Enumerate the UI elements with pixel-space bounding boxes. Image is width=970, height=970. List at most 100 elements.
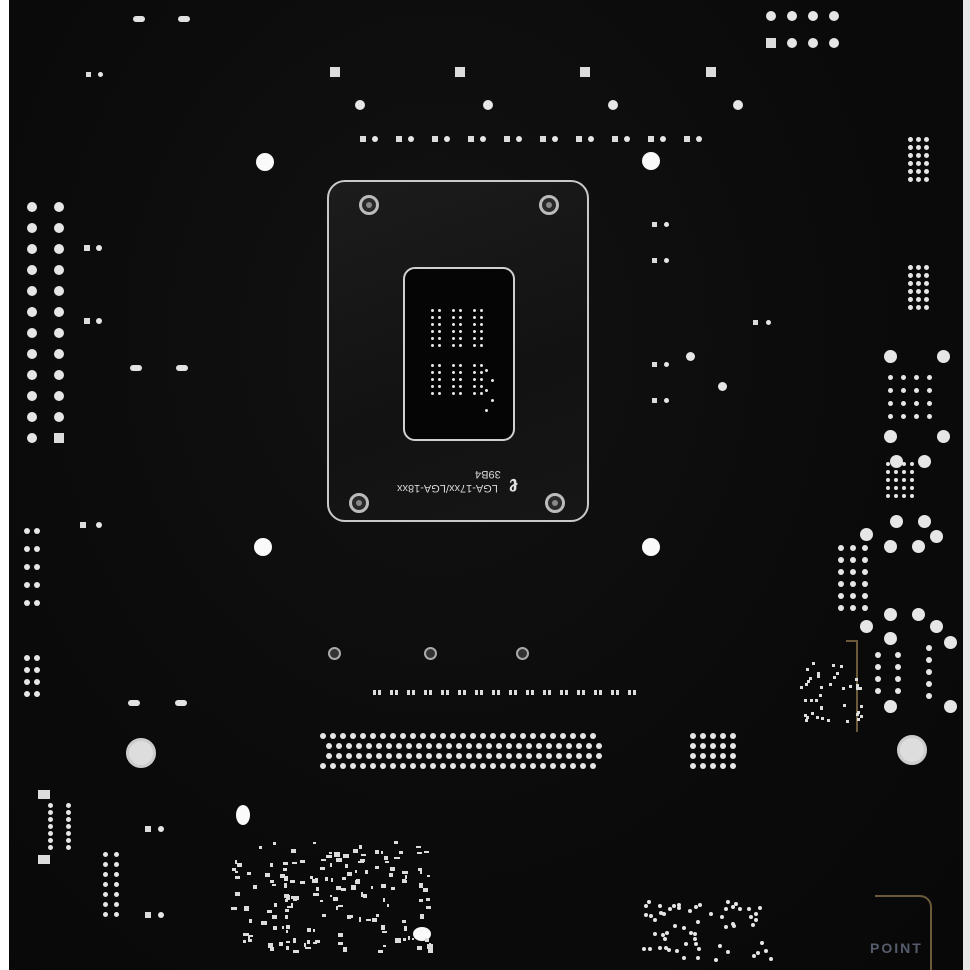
solder-pad [644,912,649,917]
solder-pad [247,939,253,942]
solder-pad [838,557,844,563]
solder-pad [757,905,762,910]
solder-pad [888,414,893,419]
solder-pad [566,743,572,749]
solder-pad [667,947,672,952]
solder-pad [924,273,929,278]
solder-pad [431,392,434,395]
solder-pad [27,391,37,401]
solder-pad [365,918,371,922]
solder-pad [335,885,342,890]
solder-pad [176,365,188,371]
solder-pad [426,753,432,759]
solder-pad [694,905,699,910]
solder-pad [386,753,392,759]
solder-pad [681,926,686,931]
solder-pad [652,258,657,263]
solder-pad [690,763,696,769]
solder-pad [916,161,921,166]
solder-pad [342,876,347,880]
solder-pad [675,948,680,953]
solder-pad [380,883,386,889]
solder-pad [612,136,618,142]
solder-pad [268,943,273,949]
solder-pad [290,879,295,884]
solder-pad [373,690,376,695]
solder-pad [492,690,495,695]
solder-pad [914,401,919,406]
solder-pad [850,605,856,611]
solder-pad [473,337,476,340]
solder-pad [884,430,897,443]
solder-pad [395,938,401,943]
solder-pad [480,378,483,381]
solder-pad [652,362,657,367]
solder-pad [924,137,929,142]
solder-pad [927,375,932,380]
solder-pad [66,810,71,815]
solder-pad [480,392,483,395]
solder-pad [924,161,929,166]
solder-pad [546,753,552,759]
solder-pad [446,743,452,749]
solder-pad [886,486,890,490]
solder-pad [456,743,462,749]
solder-pad [408,136,414,142]
solder-pad [310,876,313,879]
solder-pad [48,803,53,808]
solder-pad [374,849,380,854]
solder-pad [497,690,500,695]
solder-pad [720,763,726,769]
solder-pad [130,365,142,371]
solder-pad [526,690,529,695]
solder-pad [103,902,108,907]
solder-pad [886,462,890,466]
solder-pad [336,753,342,759]
solder-pad [832,663,835,667]
solder-pad [48,817,53,822]
solder-pad [480,323,483,326]
solder-pad [66,817,71,822]
solder-pad [858,687,862,691]
solder-pad [916,281,921,286]
solder-pad [338,941,343,945]
solder-pad [665,931,670,936]
solder-pad [827,719,831,723]
solder-pad [27,349,37,359]
solder-pad [860,528,873,541]
solder-pad [459,337,462,340]
solder-pad [446,690,449,695]
solder-pad [531,690,534,695]
solder-pad [828,683,832,687]
solder-pad [884,608,897,621]
solder-pad [271,883,276,886]
solder-pad [346,743,352,749]
solder-pad [431,337,434,340]
solder-pad [284,898,288,902]
solder-pad [657,945,662,950]
solder-pad [944,636,957,649]
solder-pad [27,433,37,443]
solder-pad [908,145,913,150]
solder-pad [540,733,546,739]
solder-pad [406,753,412,759]
solder-pad [431,330,434,333]
solder-pad [652,398,657,403]
solder-pad [103,882,108,887]
solder-pad [540,136,546,142]
solder-pad [283,862,288,865]
solder-pad [667,907,672,912]
solder-pad [459,385,462,388]
solder-pad [34,564,40,570]
solder-pad [466,743,472,749]
solder-pad [908,297,913,302]
solder-pad [231,906,237,910]
solder-pad [473,323,476,326]
solder-pad [114,872,119,877]
solder-pad [908,305,913,310]
solder-pad [48,824,53,829]
solder-pad [283,883,288,889]
solder-pad [283,867,287,872]
solder-pad [458,690,461,695]
solder-pad [54,307,64,317]
